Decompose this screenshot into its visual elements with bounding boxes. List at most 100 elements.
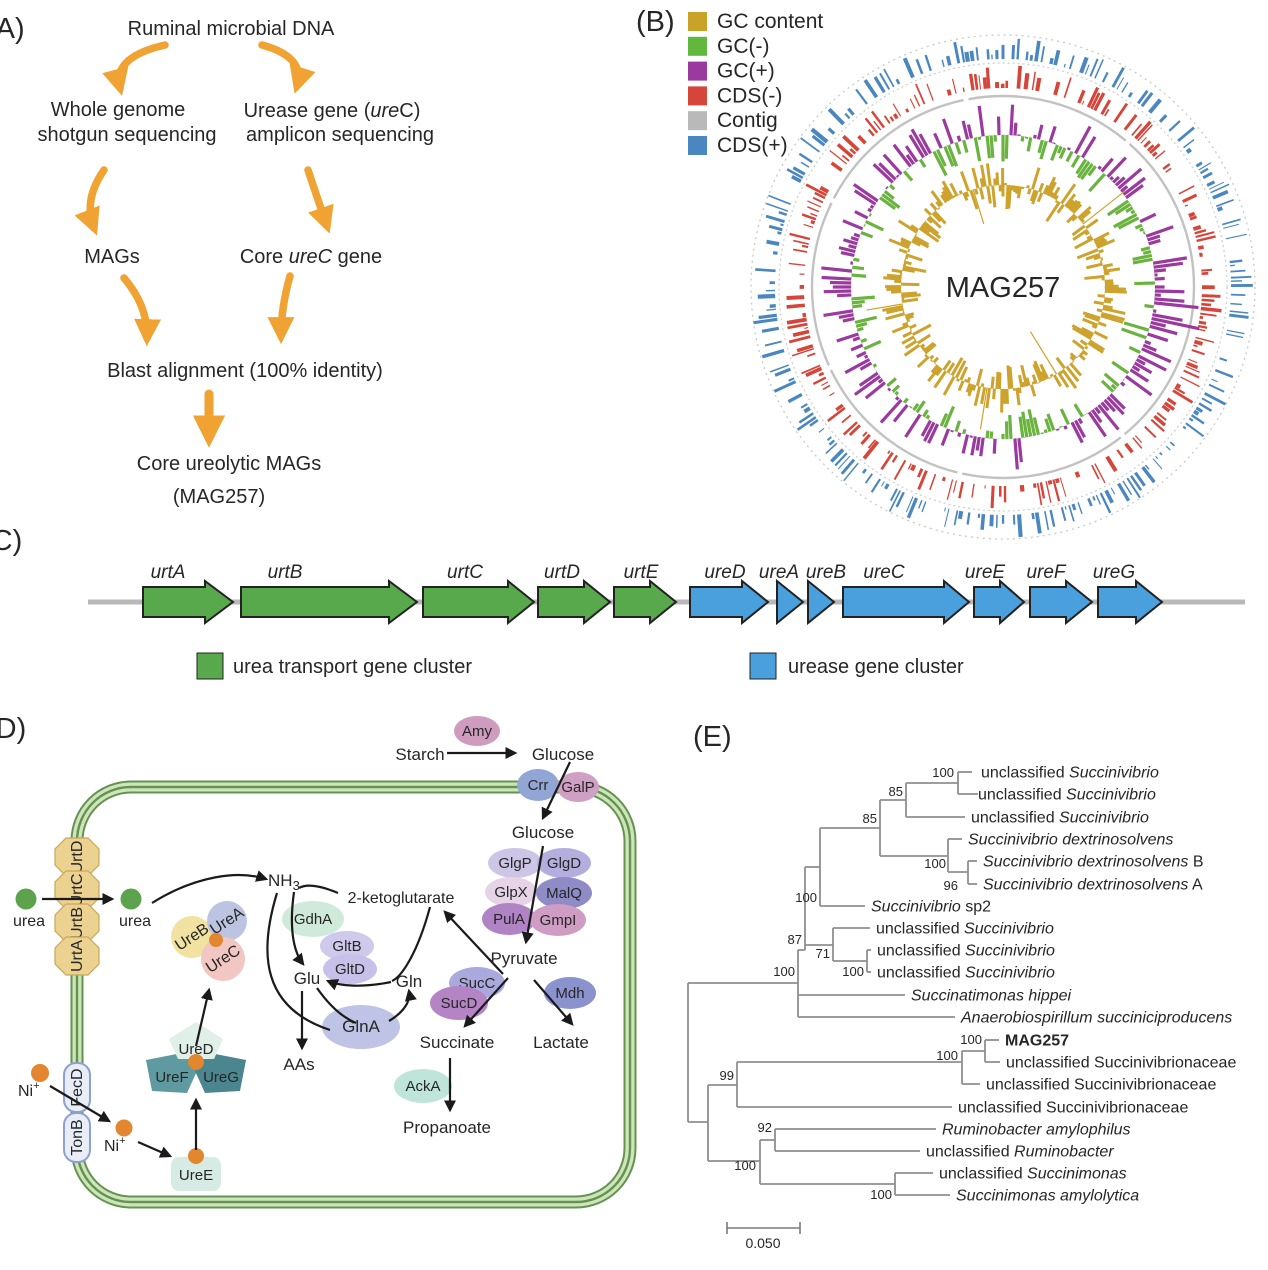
superscript: + — [119, 1135, 125, 1147]
cds-tick — [1036, 482, 1043, 506]
gc-skew-bar — [1149, 324, 1178, 336]
cds-tick — [863, 79, 879, 99]
legend-swatch — [688, 86, 707, 106]
gc-skew-bar — [1097, 165, 1102, 170]
gc-content-bar — [990, 376, 995, 389]
gc-skew-bar — [1113, 213, 1138, 229]
label-part: Whole genome — [51, 99, 186, 121]
cds-tick — [929, 473, 937, 491]
gc-content-bar — [903, 260, 912, 266]
gc-skew-bar — [1008, 414, 1013, 439]
pathway-arrow — [541, 761, 571, 821]
cds-tick — [818, 427, 825, 433]
cds-tick — [1229, 310, 1249, 314]
gene-label-ureB: ureB — [806, 562, 846, 583]
gc-content-bar — [1017, 387, 1022, 394]
cds-tick — [1166, 397, 1177, 406]
gc-skew-bar — [883, 190, 895, 200]
gc-skew-bar — [882, 153, 903, 176]
label-part: unclassified Succinivibrionaceae — [1006, 1055, 1236, 1072]
gc-content-bar — [926, 217, 933, 224]
panel-e-label: (E) — [693, 721, 732, 753]
cds-tick — [1126, 477, 1141, 499]
gc-content-bar — [1066, 213, 1076, 224]
legend-swatch — [688, 61, 707, 81]
gc-content-bar — [1020, 364, 1029, 387]
cds-tick — [766, 239, 780, 246]
cds-tick — [801, 364, 821, 375]
workflow-arrow — [267, 272, 295, 345]
gc-content-bar — [891, 268, 903, 274]
superscript: + — [33, 1080, 39, 1092]
metabolite-label: Starch — [395, 745, 444, 764]
cluster-legend-swatch — [196, 652, 224, 680]
gc-content-bar — [942, 375, 956, 396]
gc-content-bar — [902, 267, 916, 273]
cds-tick — [789, 232, 811, 241]
cds-tick — [941, 59, 945, 67]
cds-tick — [1017, 514, 1023, 538]
gc-content-bar — [1086, 235, 1093, 241]
cds-tick — [1074, 471, 1081, 478]
tree-leaf-label: unclassified Succinivibrionaceae — [958, 1100, 1188, 1117]
enzyme-label-GltD: GltD — [335, 961, 365, 978]
label-part: ure — [370, 100, 399, 122]
gene-arrow-urtA — [142, 579, 235, 625]
gc-content-bar — [1049, 191, 1055, 198]
gc-content-bar — [1018, 374, 1024, 388]
cds-tick — [1054, 478, 1060, 484]
metabolite-label: Ni+ — [18, 1080, 40, 1100]
cds-tick — [986, 49, 990, 60]
gc-skew-bar — [1111, 360, 1130, 375]
gc-skew-bar — [891, 384, 901, 393]
gene-arrow-ureE — [973, 578, 1026, 626]
gc-content-bar — [1079, 339, 1088, 347]
gc-skew-bar — [842, 219, 864, 231]
cds-tick — [1154, 150, 1166, 160]
gc-skew-bar — [852, 303, 863, 309]
cds-tick — [1099, 492, 1112, 514]
gc-skew-bar — [904, 145, 919, 163]
cds-tick — [1103, 108, 1110, 117]
cds-tick — [1158, 114, 1168, 123]
gc-skew-bar — [840, 250, 855, 257]
cds-plus-ring — [753, 38, 1253, 538]
cds-tick — [1185, 147, 1192, 154]
gc-content-bar — [1068, 199, 1079, 211]
bootstrap-value: 96 — [944, 878, 958, 893]
cds-tick — [1163, 401, 1176, 411]
gc-skew-bar — [872, 363, 878, 368]
cds-tick — [1204, 392, 1227, 406]
gc-skew-bar — [885, 186, 889, 190]
gc-skew-bar — [962, 139, 969, 153]
label-part: Succinimonas — [1027, 1166, 1127, 1183]
pathway-arrow — [391, 906, 432, 983]
gc-content-bar — [1071, 360, 1075, 364]
cds-tick — [960, 45, 966, 63]
cds-tick — [1195, 406, 1204, 413]
label-part: C) — [399, 100, 420, 122]
label-part: Succinivibrio dextrinosolvens — [983, 877, 1188, 894]
workflow-step-text: shotgun sequencing — [37, 124, 216, 146]
transporter-label-UrtC: UrtC — [69, 874, 86, 907]
workflow-arrow — [304, 166, 334, 234]
complex-label-UreG: UreG — [203, 1069, 239, 1086]
gc-skew-bar — [888, 184, 896, 191]
gc-content-bar — [956, 378, 960, 382]
gene-label-urtA: urtA — [151, 562, 186, 583]
cds-tick — [1127, 91, 1134, 98]
gc-content-bar — [901, 335, 915, 345]
subscript: 3 — [293, 878, 300, 893]
gc-content-bar — [950, 357, 964, 377]
cds-tick — [1148, 98, 1162, 114]
cds-tick — [786, 317, 807, 325]
gc-skew-bar — [1025, 418, 1033, 437]
gc-skew-bar — [1150, 320, 1167, 328]
gc-skew-bar — [932, 150, 948, 177]
cds-tick — [791, 174, 802, 183]
gc-content-bar — [901, 297, 919, 304]
label-part: urea — [13, 913, 45, 930]
gc-skew-bar — [894, 390, 900, 396]
cds-tick — [958, 481, 964, 499]
gc-skew-bar — [1154, 276, 1165, 281]
